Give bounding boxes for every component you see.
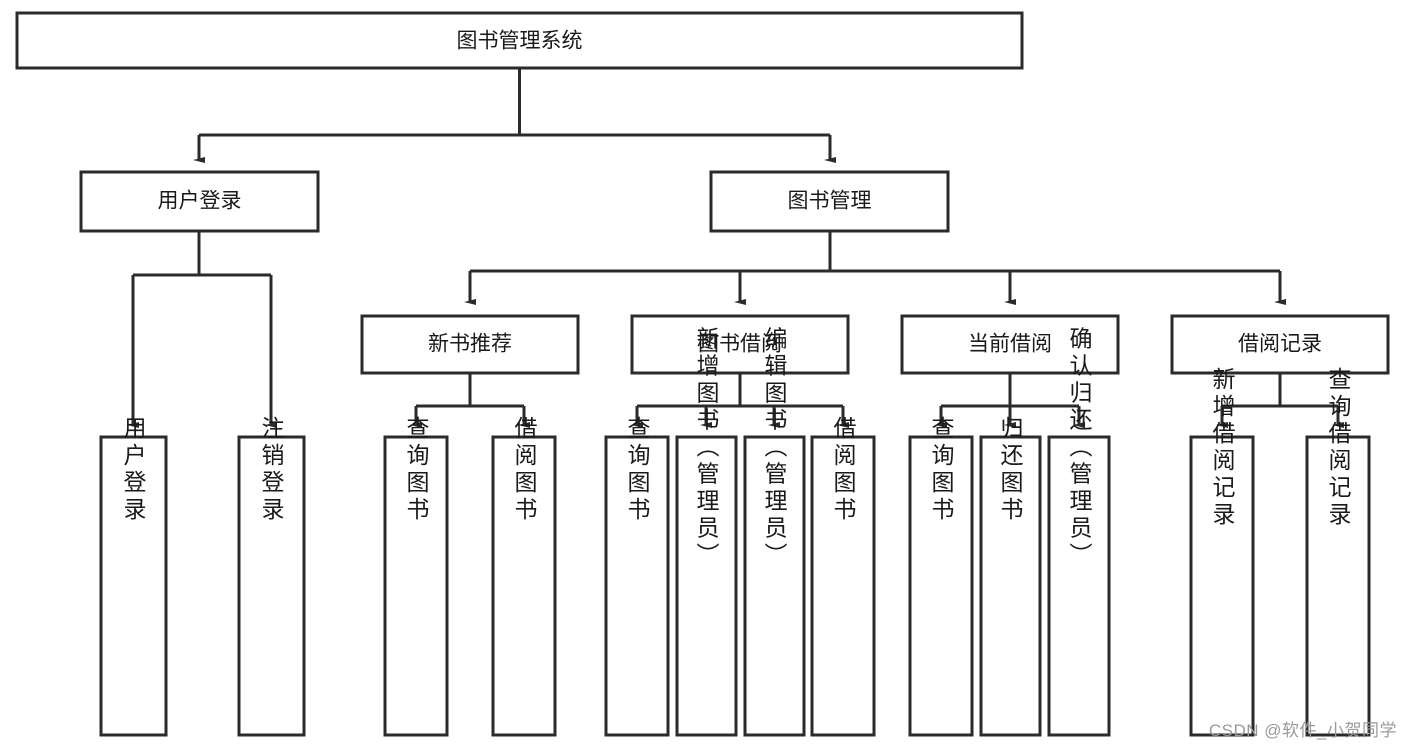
node-root-system[interactable]: 图书管理系统 bbox=[15, 11, 1024, 70]
connector-group-book-borrow bbox=[631, 373, 849, 428]
node-leaf-user-login-label: 用户登录 bbox=[120, 416, 147, 524]
node-leaf-query-book-2[interactable]: 查询图书 bbox=[604, 416, 670, 737]
node-leaf-query-book-3-label: 查询图书 bbox=[928, 416, 955, 524]
connector-group-user-login bbox=[127, 231, 277, 428]
node-book-management[interactable]: 图书管理 bbox=[709, 170, 950, 233]
node-book-borrow[interactable]: 图书借阅 bbox=[630, 314, 850, 375]
node-current-borrow-label: 当前借阅 bbox=[968, 333, 1052, 356]
connector-group-borrow-record bbox=[1216, 373, 1344, 428]
node-leaf-confirm-return-label: 确认归还（管理员） bbox=[1066, 327, 1093, 570]
connector-group-book-management bbox=[464, 231, 1286, 305]
node-leaf-logout-login-label: 注销登录 bbox=[258, 416, 285, 524]
node-leaf-return-book-label: 归还图书 bbox=[997, 416, 1024, 524]
csdn-watermark: CSDN @软件_小贺同学 bbox=[1208, 721, 1397, 740]
connector-group-new-book-recommend bbox=[410, 373, 530, 428]
node-book-management-label: 图书管理 bbox=[788, 190, 872, 213]
node-leaf-query-record-label: 查询借阅记录 bbox=[1325, 367, 1352, 529]
node-root-system-label: 图书管理系统 bbox=[457, 30, 583, 53]
node-leaf-query-record[interactable]: 查询借阅记录 bbox=[1305, 367, 1371, 737]
node-leaf-borrow-book-1-label: 借阅图书 bbox=[511, 416, 538, 524]
node-new-book-recommend-label: 新书推荐 bbox=[428, 333, 512, 356]
node-borrow-record-label: 借阅记录 bbox=[1238, 333, 1322, 356]
node-leaf-return-book[interactable]: 归还图书 bbox=[979, 416, 1042, 737]
node-leaf-add-book[interactable]: 新增图书（管理员） bbox=[675, 327, 738, 737]
node-leaf-add-record-label: 新增借阅记录 bbox=[1209, 367, 1236, 529]
node-leaf-borrow-book-2-label: 借阅图书 bbox=[830, 416, 857, 524]
node-leaf-borrow-book-2[interactable]: 借阅图书 bbox=[810, 416, 876, 737]
node-user-login[interactable]: 用户登录 bbox=[79, 170, 320, 233]
node-user-login-label: 用户登录 bbox=[158, 190, 242, 213]
node-book-borrow-label: 图书借阅 bbox=[698, 333, 782, 356]
node-leaf-logout-login[interactable]: 注销登录 bbox=[237, 416, 306, 737]
node-leaf-confirm-return[interactable]: 确认归还（管理员） bbox=[1047, 327, 1111, 737]
node-leaf-user-login[interactable]: 用户登录 bbox=[99, 416, 168, 737]
node-new-book-recommend[interactable]: 新书推荐 bbox=[360, 314, 580, 375]
node-leaf-query-book-3[interactable]: 查询图书 bbox=[908, 416, 974, 737]
node-leaf-query-book-1-label: 查询图书 bbox=[403, 416, 430, 524]
node-leaf-edit-book[interactable]: 编辑图书（管理员） bbox=[743, 327, 806, 737]
node-borrow-record[interactable]: 借阅记录 bbox=[1170, 314, 1390, 375]
node-leaf-query-book-1[interactable]: 查询图书 bbox=[383, 416, 449, 737]
node-current-borrow[interactable]: 当前借阅 bbox=[900, 314, 1120, 375]
connector-group-root bbox=[193, 68, 836, 163]
connector-group-current-borrow bbox=[935, 373, 1085, 428]
node-leaf-add-record[interactable]: 新增借阅记录 bbox=[1189, 367, 1255, 737]
node-leaf-borrow-book-1[interactable]: 借阅图书 bbox=[491, 416, 557, 737]
node-leaf-add-book-label: 新增图书（管理员） bbox=[693, 327, 720, 570]
node-leaf-edit-book-label: 编辑图书（管理员） bbox=[761, 327, 788, 570]
node-leaf-query-book-2-label: 查询图书 bbox=[624, 416, 651, 524]
